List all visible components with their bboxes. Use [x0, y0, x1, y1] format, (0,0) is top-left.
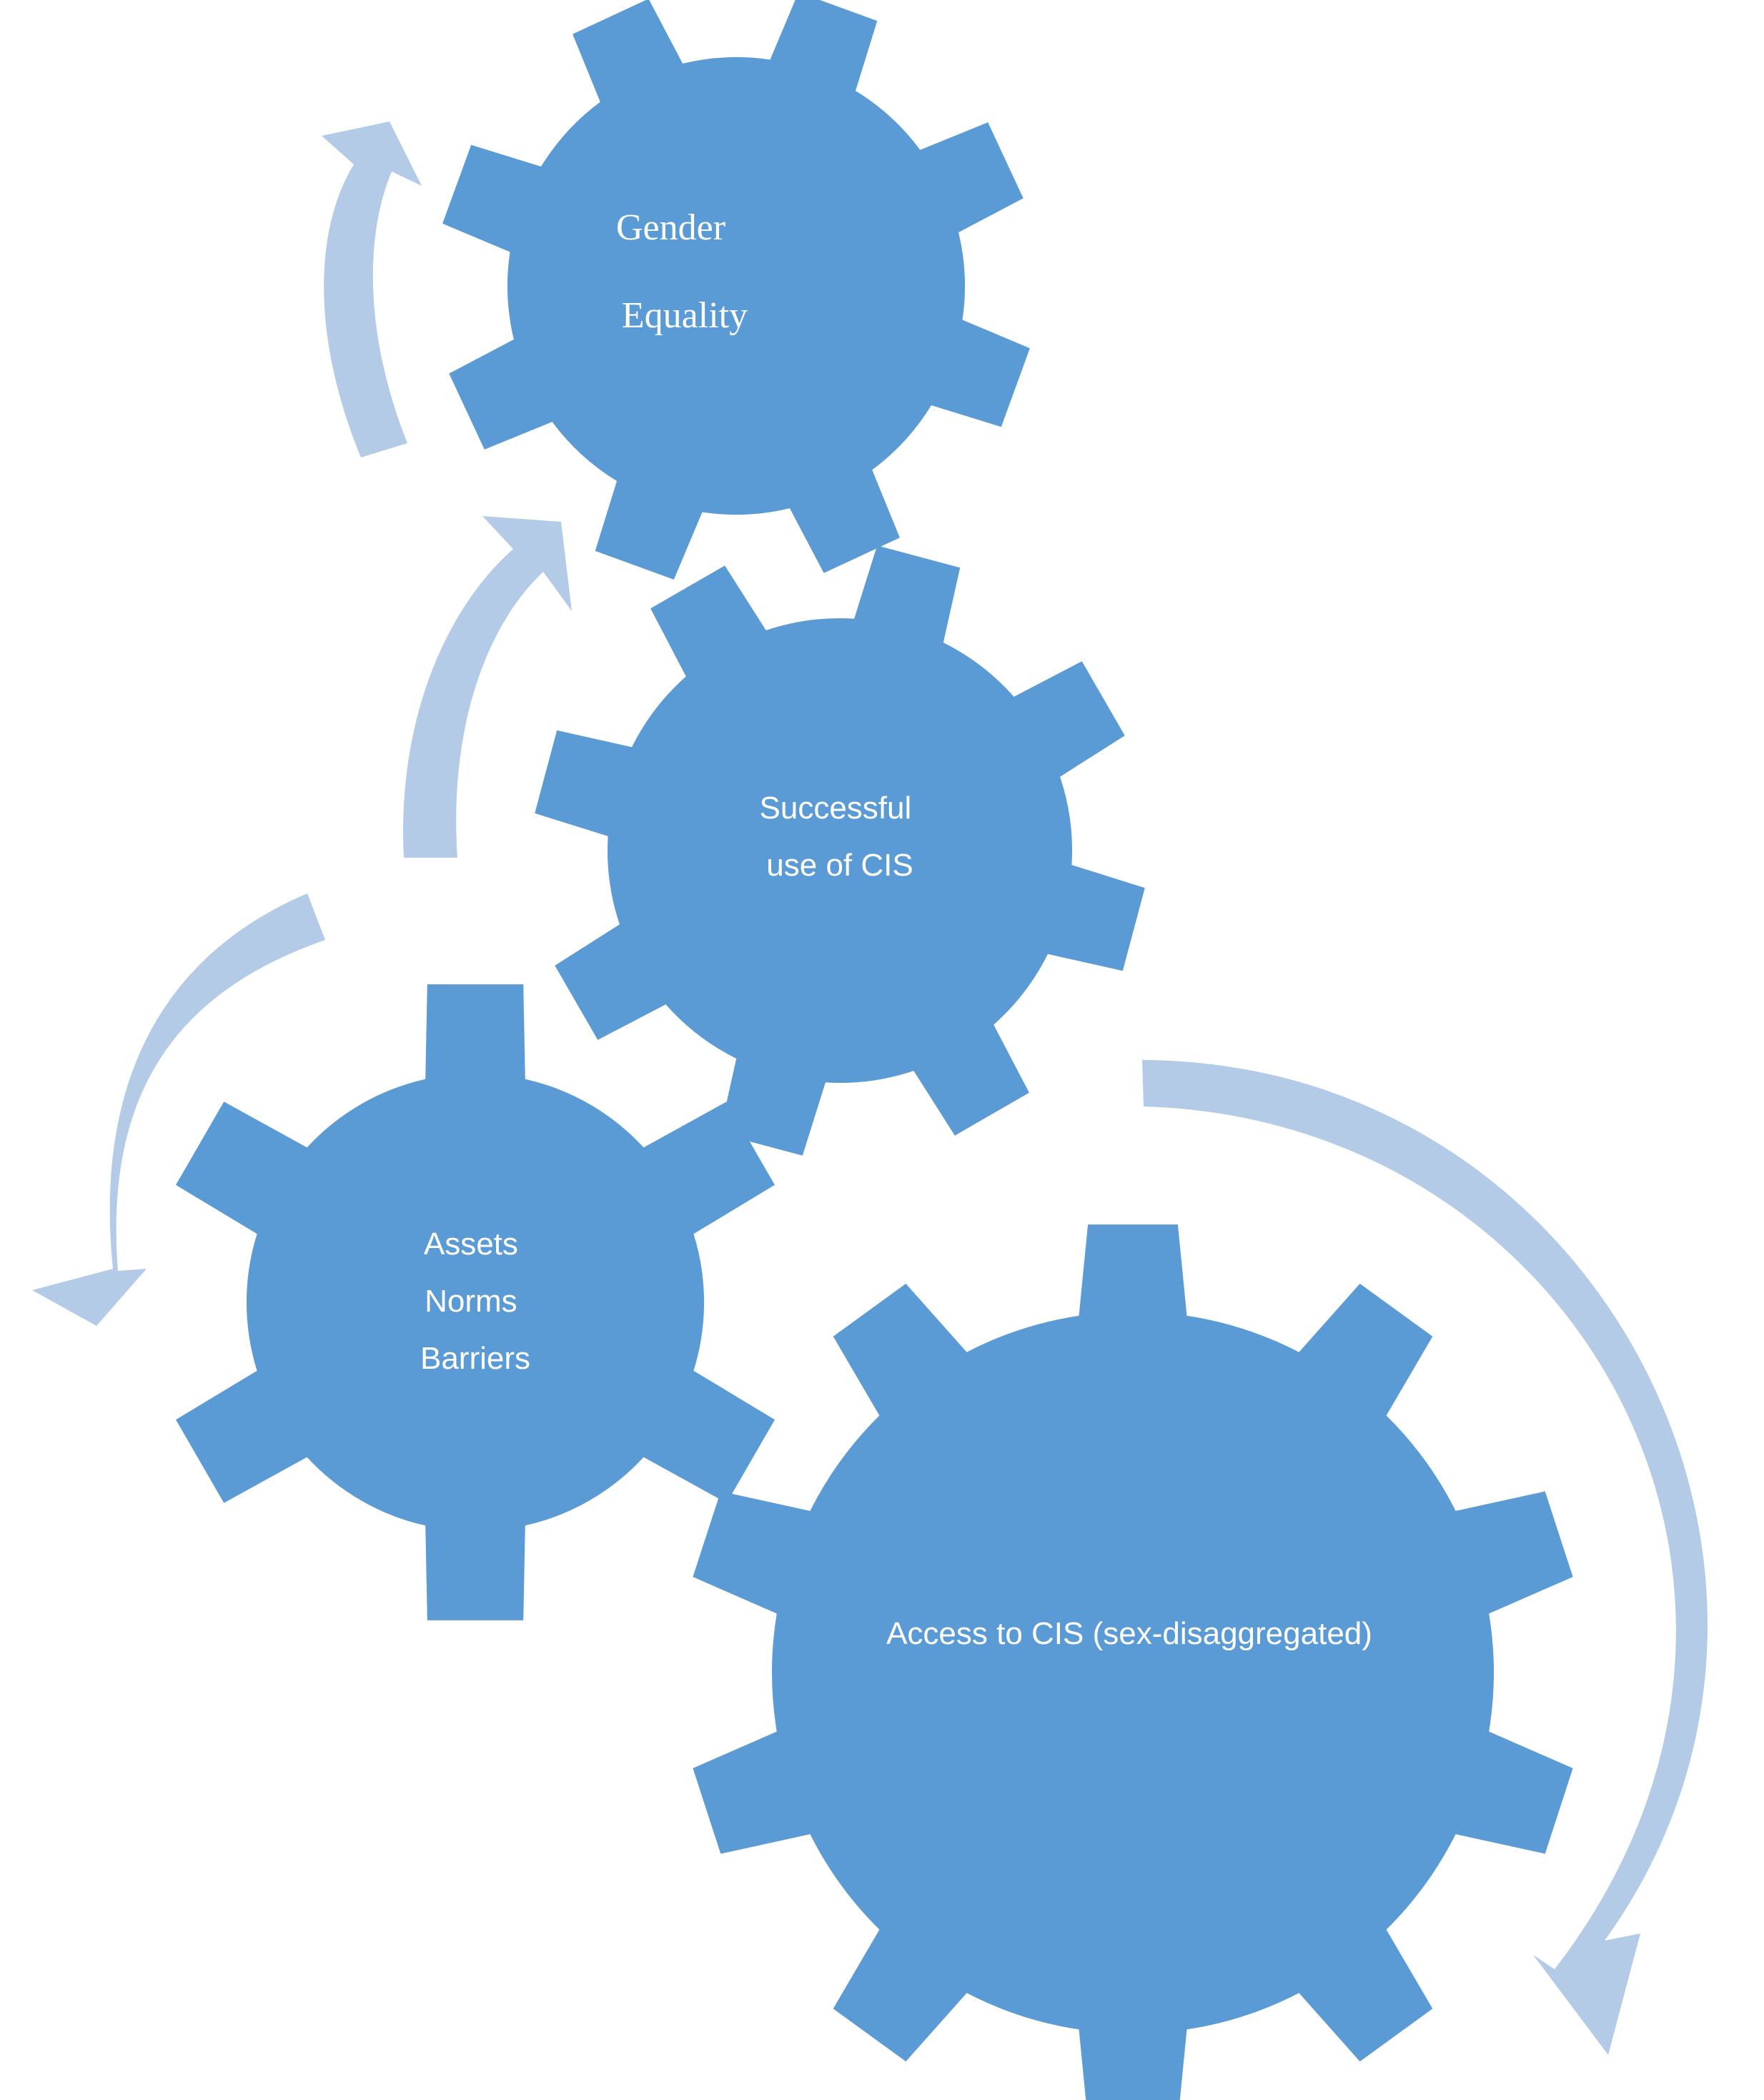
gear-access-to-cis-shape: [693, 1224, 1573, 2100]
arrow-top-left-up: [322, 122, 422, 457]
flow-arrows: [32, 122, 1708, 2055]
gear-gender-equality: Gender Equality: [442, 0, 1030, 580]
gear-assets-norms-barriers-label: Assets Norms Barriers: [420, 1227, 530, 1376]
gear-assets-norms-barriers-shape: [176, 984, 775, 1620]
gear-access-to-cis-label: Access to CIS (sex-disaggregated): [886, 1616, 1372, 1651]
arrow-large-right: [1142, 1060, 1708, 2055]
arrow-left-down: [32, 893, 325, 1326]
gear-gender-equality-label: Gender Equality: [616, 207, 748, 336]
gear-successful-use: Successful use of CIS: [535, 545, 1145, 1156]
gear-gender-equality-shape: [442, 0, 1030, 580]
gear-successful-use-shape: [535, 545, 1145, 1156]
gear-successful-use-label: Successful use of CIS: [760, 791, 921, 883]
gear-assets-norms-barriers: Assets Norms Barriers: [176, 984, 775, 1620]
gear-access-to-cis: Access to CIS (sex-disaggregated): [693, 1224, 1573, 2100]
arrow-middle-up: [402, 516, 572, 858]
